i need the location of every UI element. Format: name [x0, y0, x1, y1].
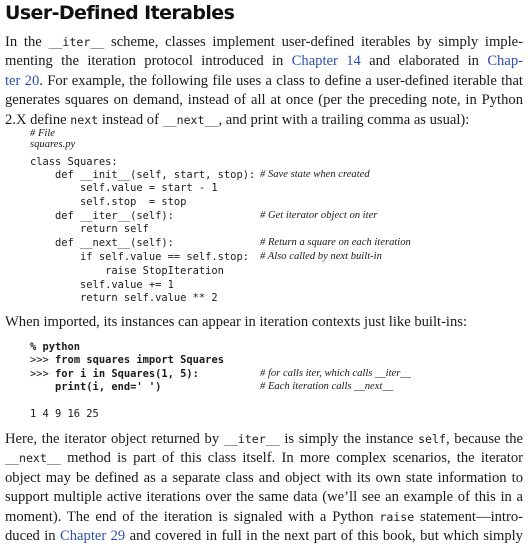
- code-line: >>> from squares import Squares: [30, 354, 224, 366]
- code-line: def __next__(self):: [30, 237, 174, 249]
- code-line: def __iter__(self):: [30, 210, 174, 222]
- code-line: raise StopIteration: [30, 265, 224, 277]
- section-heading: User-Defined Iterables: [5, 2, 235, 24]
- text-line: Here, the iterator object returned by __…: [5, 431, 523, 447]
- code-line: self.value += 1: [30, 279, 174, 291]
- code-line: return self: [30, 223, 149, 235]
- text-line: support multiple active iterations over …: [5, 489, 523, 506]
- text-line: 2.X define next instead of __next__, and…: [5, 111, 470, 128]
- code-comment: # File squares.py: [30, 128, 76, 150]
- code-comment: # Each iteration calls __next__: [260, 381, 393, 392]
- text-line: generates squares on demand, instead of …: [5, 92, 523, 109]
- intro-paragraph: In the __iter__ scheme, classes implemen…: [5, 33, 523, 130]
- usage-paragraph: When imported, its instances can appear …: [5, 313, 523, 332]
- explanation-paragraph: Here, the iterator object returned by __…: [5, 430, 523, 546]
- link-chapter-20-part1[interactable]: Chap-: [487, 53, 523, 70]
- link-chapter-20-part2[interactable]: ter 20: [5, 72, 40, 89]
- code-comment: # Get iterator object on iter: [260, 210, 378, 221]
- code-comment: # Save state when created: [260, 169, 370, 180]
- text-line: moment). The end of the iteration is sig…: [5, 508, 524, 525]
- code-comment: # Return a square on each iteration: [260, 237, 411, 248]
- code-line: self.value = start - 1: [30, 182, 218, 194]
- code-line: % python: [30, 341, 81, 353]
- text-line: In the __iter__ scheme, classes implemen…: [5, 34, 523, 50]
- code-output: 1 4 9 16 25: [30, 408, 99, 420]
- text-line: menting the iteration protocol introduce…: [5, 53, 523, 70]
- code-line: >>> for i in Squares(1, 5):: [30, 368, 199, 380]
- code-line: print(i, end=' '): [30, 381, 162, 393]
- code-line: class Squares:: [30, 156, 118, 168]
- code-comment: # for calls iter, which calls __iter__: [260, 368, 411, 379]
- code-line: return self.value ** 2: [30, 292, 218, 304]
- text-line: __next__ method is part of this class it…: [5, 450, 523, 467]
- code-comment: # Also called by next built-in: [260, 251, 382, 262]
- link-chapter-29[interactable]: Chapter 29: [60, 528, 126, 545]
- link-chapter-14[interactable]: Chapter 14: [291, 53, 361, 70]
- text-line: When imported, its instances can appear …: [5, 314, 468, 330]
- code-line: if self.value == self.stop:: [30, 251, 249, 263]
- text-line: duced in Chapter 29 and covered in full …: [5, 528, 523, 545]
- text-line: ter 20. For example, the following file …: [5, 72, 523, 89]
- code-line: self.stop = stop: [30, 196, 187, 208]
- code-line: def __init__(self, start, stop):: [30, 169, 256, 181]
- text-line: object may be defined as a separate clas…: [5, 469, 523, 486]
